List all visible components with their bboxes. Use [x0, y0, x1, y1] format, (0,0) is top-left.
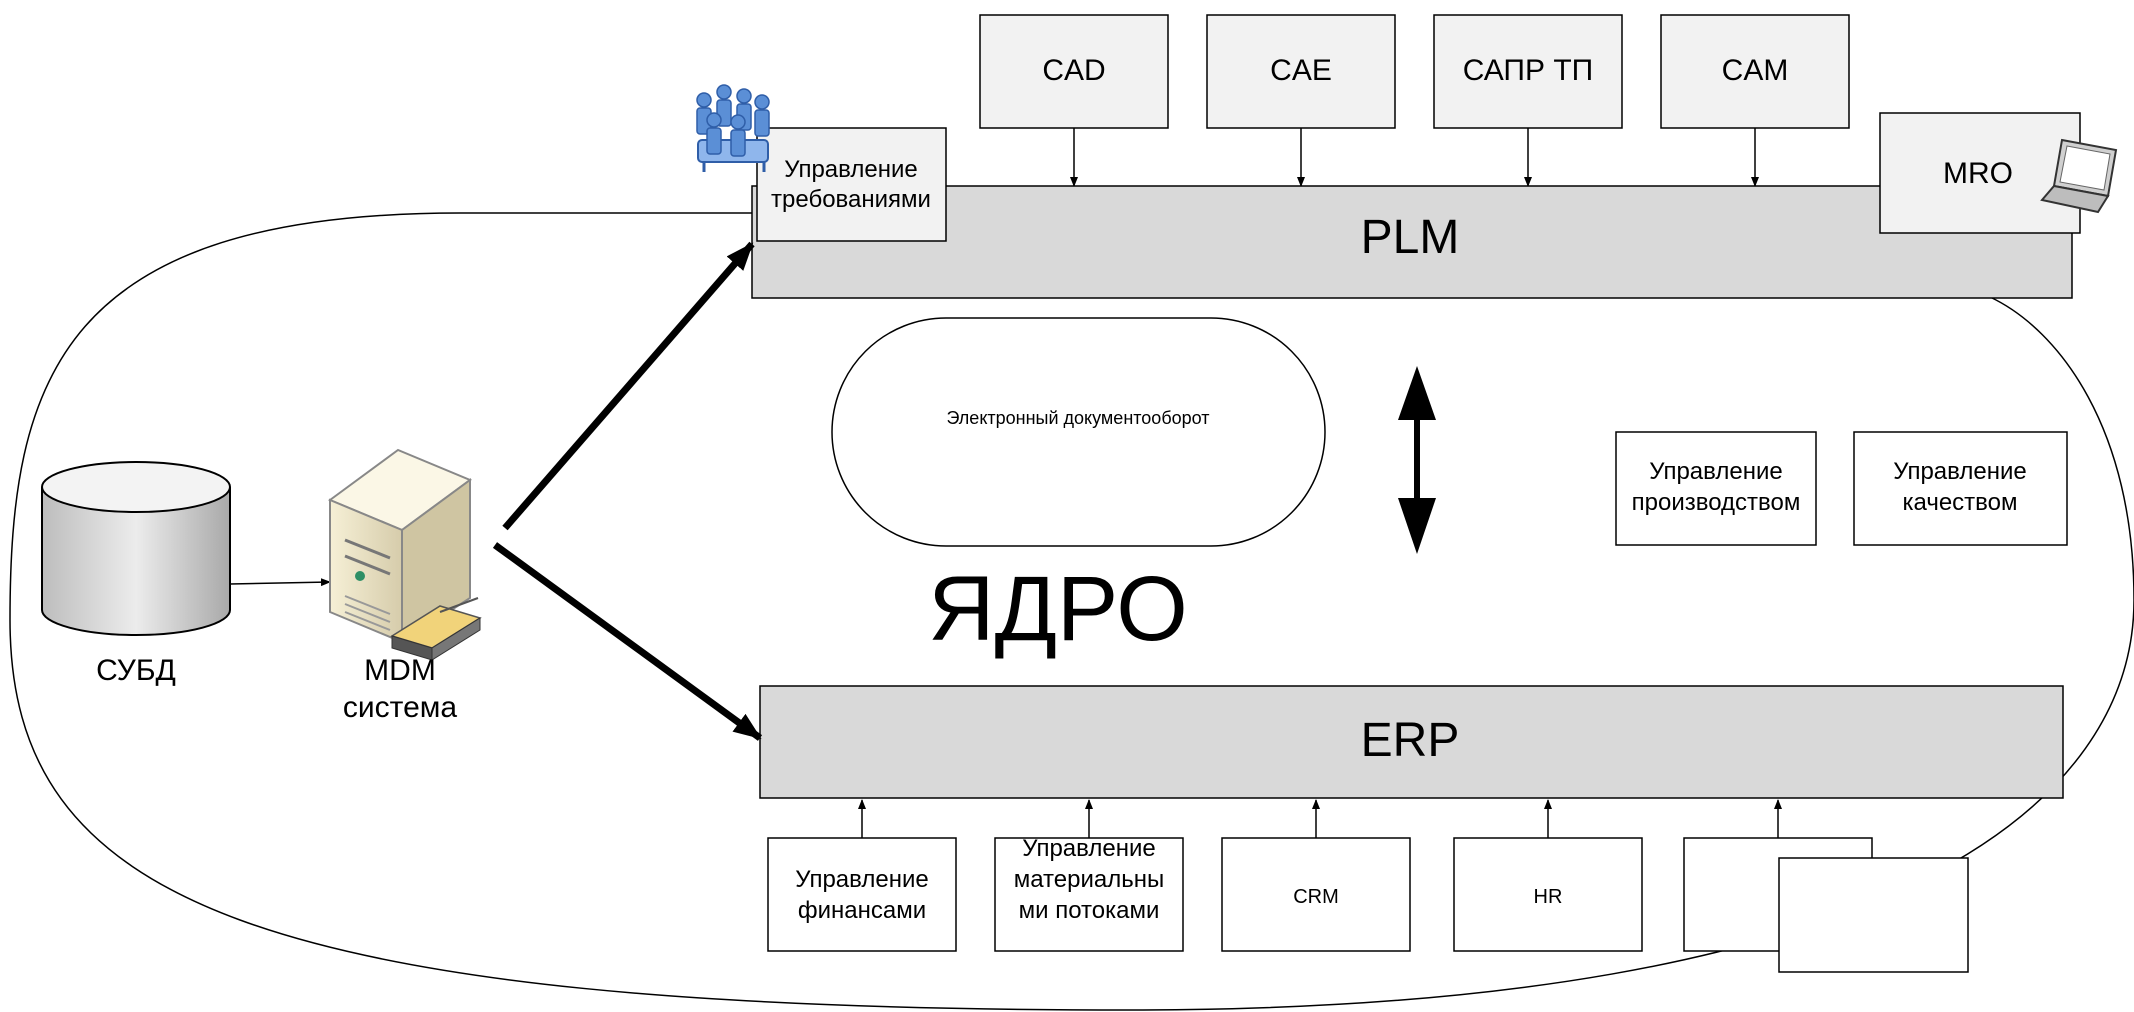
production-management-line-1: Управление: [1649, 458, 1782, 485]
erp-label: ERP: [1361, 714, 1460, 767]
top-module-box-cam[interactable]: CAM: [1660, 14, 1850, 187]
quality-management-box[interactable]: Управление качеством: [1853, 431, 2068, 546]
top-module-label: CAE: [1270, 54, 1332, 87]
finance-management-box[interactable]: Управление финансами: [767, 837, 957, 952]
database-cylinder-icon: [41, 461, 231, 636]
hr-label: HR: [1534, 886, 1563, 908]
top-module-label: CAM: [1722, 54, 1789, 87]
top-module-label: САПР ТП: [1463, 54, 1593, 87]
mdm-label-line-1: MDM: [364, 654, 436, 687]
requirements-box[interactable]: Управление требованиями: [756, 127, 947, 242]
mro-label: MRO: [1943, 157, 2013, 190]
laptop-icon: [2040, 138, 2118, 214]
finance-management-line-1: Управление: [795, 866, 928, 893]
mdm-label-line-2: система: [343, 691, 457, 724]
finance-management-line-2: финансами: [798, 897, 926, 924]
mdm-to-plm-arrow: [502, 241, 755, 531]
quality-management-line-2: качеством: [1902, 489, 2017, 516]
server-icon: [327, 448, 482, 661]
material-flows-line-3: ми потоками: [1019, 897, 1160, 924]
top-module-box-cae[interactable]: CAE: [1206, 14, 1396, 187]
mdm-to-erp-arrow: [492, 542, 763, 741]
material-flows-line-2: материальны: [1014, 866, 1165, 893]
hr-box[interactable]: HR: [1453, 837, 1643, 952]
core-label: ЯДРО: [928, 558, 1188, 660]
quality-management-line-1: Управление: [1893, 458, 2026, 485]
top-modules: CAD CAE САПР ТП CAM: [979, 14, 1850, 187]
plm-label: PLM: [1361, 211, 1460, 264]
bottom-modules: Управление финансами Управление материал…: [767, 799, 1969, 973]
top-module-label: CAD: [1042, 54, 1105, 87]
top-module-box-sapr-tp[interactable]: САПР ТП: [1433, 14, 1623, 187]
crm-label: CRM: [1293, 886, 1339, 908]
production-management-box[interactable]: Управление производством: [1615, 431, 1817, 546]
plm-erp-bidirectional-arrow: [1398, 366, 1436, 554]
plm-bar[interactable]: PLM: [751, 185, 2073, 299]
edm-label: Электронный документооборот: [946, 408, 1209, 428]
requirements-label-line-1: Управление: [784, 156, 917, 183]
top-module-box-cad[interactable]: CAD: [979, 14, 1169, 187]
material-flows-management-box[interactable]: Управление материальны ми потоками: [994, 835, 1184, 952]
erp-bar[interactable]: ERP: [759, 685, 2064, 799]
dbms-label: СУБД: [96, 654, 176, 687]
meeting-people-icon: [696, 84, 770, 172]
core-boundary: [9, 212, 2134, 1011]
dbms-to-mdm-arrow: [229, 578, 331, 587]
crm-box[interactable]: CRM: [1221, 837, 1411, 952]
material-flows-line-1: Управление: [1022, 835, 1155, 862]
requirements-label-line-2: требованиями: [771, 186, 931, 213]
mro-box[interactable]: MRO: [1879, 112, 2081, 234]
edm-pill[interactable]: Электронный документооборот: [831, 317, 1326, 547]
production-management-line-2: производством: [1632, 489, 1801, 516]
empty-module-stack[interactable]: [1683, 837, 1969, 973]
